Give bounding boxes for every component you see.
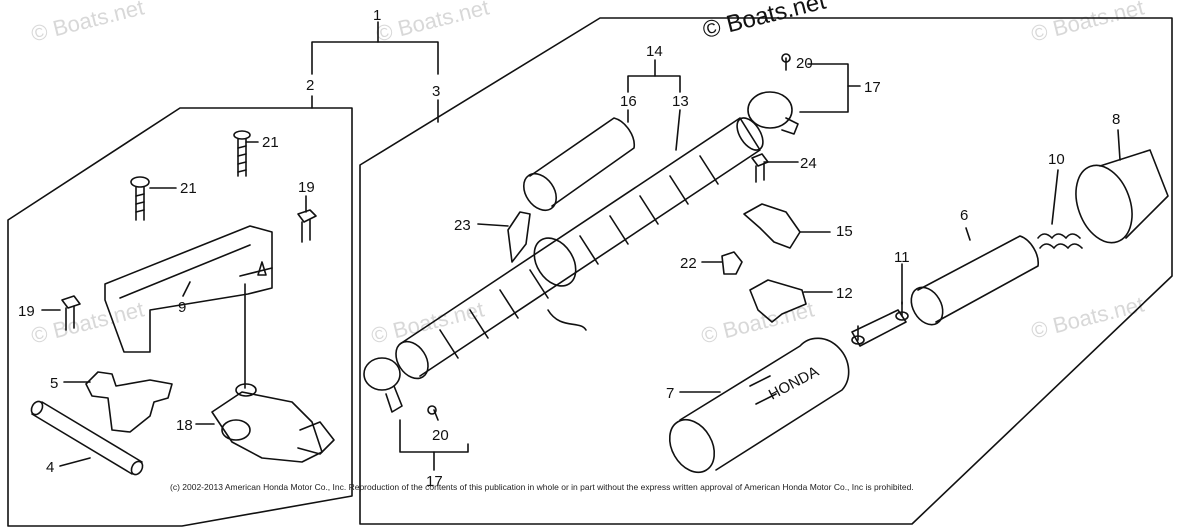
callout-8: 8 (1112, 111, 1120, 128)
left-assembly-frame (7, 107, 353, 527)
callout-24: 24 (800, 155, 817, 172)
bolt-21-lower (130, 176, 150, 221)
bolt-21-upper (233, 130, 251, 177)
callout-16: 16 (620, 93, 637, 110)
callout-23: 23 (454, 217, 471, 234)
callout-10: 10 (1048, 151, 1065, 168)
callout-18: 18 (176, 417, 193, 434)
callout-6: 6 (960, 207, 968, 224)
callout-17-lower: 17 (426, 473, 443, 490)
callout-15: 15 (836, 223, 853, 240)
callout-7: 7 (666, 385, 674, 402)
callout-3: 3 (432, 83, 440, 100)
stay-plate (743, 203, 801, 249)
callout-17-upper: 17 (864, 79, 881, 96)
hose-clamp-top (747, 91, 799, 135)
bolt-19-upper (297, 209, 317, 243)
callout-13: 13 (672, 93, 689, 110)
callout-19-upper: 19 (298, 179, 315, 196)
copyright-notice: (c) 2002-2013 American Honda Motor Co., … (170, 482, 914, 492)
nut-22 (721, 251, 743, 275)
callout-20-upper: 20 (796, 55, 813, 72)
throttle-mount (211, 283, 335, 463)
return-spring (1037, 233, 1083, 249)
grip-sleeve (522, 117, 636, 212)
support-bracket (104, 225, 273, 353)
callout-9: 9 (178, 299, 186, 316)
throttle-grip (910, 235, 1039, 326)
callout-22: 22 (680, 255, 697, 272)
bellows-tube (395, 117, 764, 380)
callout-19-lower: 19 (18, 303, 35, 320)
callout-12: 12 (836, 285, 853, 302)
right-assembly-frame (359, 17, 1173, 525)
callout-4: 4 (46, 459, 54, 476)
callout-2: 2 (306, 77, 314, 94)
fuel-pipe (30, 400, 144, 476)
callout-5: 5 (50, 375, 58, 392)
callout-21-upper: 21 (262, 134, 279, 151)
handle-housing (668, 337, 850, 474)
callout-20-lower: 20 (432, 427, 449, 444)
callout-1: 1 (373, 7, 381, 24)
bolt-19-lower (61, 295, 81, 331)
callout-21-lower: 21 (180, 180, 197, 197)
hose-clamp-lower (363, 357, 403, 413)
cable-clip (85, 371, 173, 433)
callout-11: 11 (894, 249, 910, 266)
callout-14: 14 (646, 43, 663, 60)
grip-end-cap (1075, 149, 1169, 244)
brand-mark: HONDA (766, 363, 822, 403)
bolt-24 (751, 153, 769, 183)
strap (507, 211, 531, 263)
link-rod (851, 301, 909, 347)
lower-stay (749, 279, 807, 323)
